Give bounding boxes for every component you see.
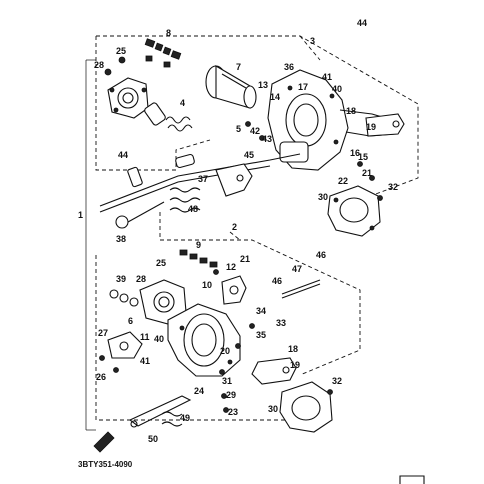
linkage-bracket-19: [365, 113, 405, 137]
bracket-clip: [93, 431, 115, 453]
callout-label: 32: [388, 182, 398, 192]
callout-label: 29: [226, 390, 236, 400]
callout-label: 33: [276, 318, 286, 328]
callout-label: 34: [256, 306, 266, 316]
callout-label: 18: [288, 344, 298, 354]
callout-label: 6: [128, 316, 133, 326]
screw-set-8: [144, 38, 182, 68]
float-bowl-30-lower: [279, 381, 333, 433]
carb-body-lower: [167, 303, 241, 377]
washer-set-39: [109, 289, 139, 307]
callout-label: 20: [220, 346, 230, 356]
callout-label: 31: [222, 376, 232, 386]
callout-label: 46: [272, 276, 282, 286]
rod-47: [281, 279, 321, 299]
callout-label: 28: [94, 60, 104, 70]
choke-plate-6: [107, 331, 143, 359]
spring-4: [144, 102, 193, 132]
assembly-3-outline: [95, 35, 419, 201]
callout-label: 13: [258, 80, 268, 90]
callout-label: 32: [332, 376, 342, 386]
assembly-1-bracket: [85, 59, 96, 431]
spring-49: [161, 411, 183, 427]
callout-label: 15: [358, 152, 368, 162]
callout-label: 10: [202, 280, 212, 290]
callout-label: 9: [196, 240, 201, 250]
corner-mark: [399, 475, 425, 484]
callout-label: 14: [270, 92, 280, 102]
callout-label: 39: [116, 274, 126, 284]
callout-label: 41: [140, 356, 150, 366]
callout-label: 26: [96, 372, 106, 382]
top-cover-plate: [107, 77, 149, 119]
callout-label: 48: [188, 204, 198, 214]
callout-label: 8: [166, 28, 171, 38]
callout-label: 25: [116, 46, 126, 56]
callout-label: 46: [316, 250, 326, 260]
callout-label: 38: [116, 234, 126, 244]
lever-arm-50: [128, 395, 192, 428]
callout-label: 37: [198, 174, 208, 184]
linkage-bracket-19-lower: [251, 357, 297, 385]
callout-label: 27: [98, 328, 108, 338]
callout-label: 21: [240, 254, 250, 264]
callout-label: 43: [262, 134, 272, 144]
spring-48: [169, 187, 201, 213]
callout-label: 4: [180, 98, 185, 108]
callout-label: 18: [346, 106, 356, 116]
callout-label: 40: [154, 334, 164, 344]
callout-label: 24: [194, 386, 204, 396]
callout-label: 45: [244, 150, 254, 160]
callout-label: 47: [292, 264, 302, 274]
carb-body-upper: [267, 69, 395, 171]
callout-label: 3: [310, 36, 315, 46]
callout-label: 12: [226, 262, 236, 272]
callout-label: 44: [118, 150, 128, 160]
callout-label: 50: [148, 434, 158, 444]
callout-label: 21: [362, 168, 372, 178]
callout-label: 11: [140, 332, 150, 342]
callout-labels: 44 3 8 25 28 7 36 41 13 14 17 40 4 18 5 …: [78, 18, 398, 444]
callout-label: 19: [366, 122, 376, 132]
idle-adjuster-10: [221, 275, 247, 305]
callout-label: 36: [284, 62, 294, 72]
callout-label: 40: [332, 84, 342, 94]
callout-label: 7: [236, 62, 241, 72]
bolt-38: [115, 201, 165, 229]
assembly-2-outline: [95, 212, 361, 421]
callout-label: 41: [322, 72, 332, 82]
callout-label: 30: [268, 404, 278, 414]
callout-label: 49: [180, 413, 190, 423]
link-plate-45: [215, 163, 253, 197]
callout-label: 16: [350, 148, 360, 158]
callout-label: 1: [78, 210, 83, 220]
callout-label: 22: [338, 176, 348, 186]
callout-label: 2: [232, 222, 237, 232]
fasteners: [99, 56, 383, 413]
callout-label: 19: [290, 360, 300, 370]
screw-set-9: [179, 249, 218, 268]
callout-label: 25: [156, 258, 166, 268]
callout-label: 17: [298, 82, 308, 92]
callout-label: 35: [256, 330, 266, 340]
float-bowl-30-upper: [327, 185, 381, 237]
callout-label: 30: [318, 192, 328, 202]
callout-label: 23: [228, 407, 238, 417]
diaphragm-piston-7: [205, 65, 257, 109]
callout-label: 44: [357, 18, 367, 28]
callout-label: 28: [136, 274, 146, 284]
part-code: 3BTY351-4090: [78, 460, 133, 469]
callout-label: 5: [236, 124, 241, 134]
callout-label: 42: [250, 126, 260, 136]
